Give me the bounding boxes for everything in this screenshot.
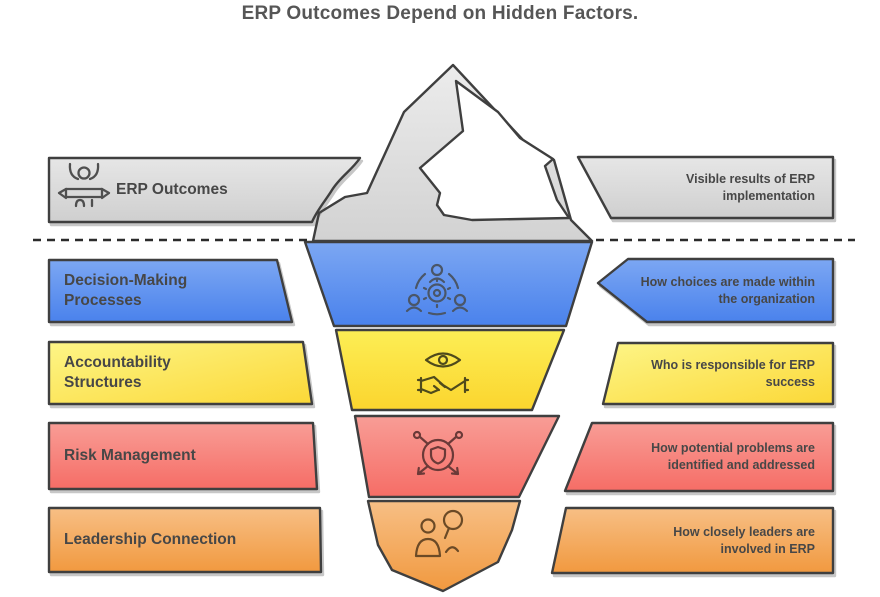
celebration-achievement-icon [57, 162, 111, 208]
row-desc-leadership: How closely leaders are involved in ERP [673, 524, 815, 556]
row-label-leadership: Leadership Connection [64, 531, 237, 549]
bar-left-erp-outcomes [47, 156, 362, 224]
row-label-risk: Risk Management [64, 447, 196, 465]
row-label-accountability: Accountability Structures [64, 354, 171, 391]
row-label-decision: Decision-Making Processes [64, 272, 188, 309]
bar-right-erp-outcomes [576, 155, 835, 220]
iceberg-band-accountability [334, 328, 566, 412]
bar-right-accountability [601, 341, 835, 406]
people-gear-collaboration-icon [405, 263, 469, 316]
row-desc-erp-outcomes: Visible results of ERP implementation [686, 171, 815, 203]
iceberg-snow-face [418, 79, 571, 222]
bar-right-leadership [550, 506, 835, 575]
bar-left-leadership [47, 506, 323, 574]
bar-left-risk [47, 421, 319, 491]
iceberg-band-leadership [366, 499, 522, 593]
row-desc-decision: How choices are made within the organiza… [640, 274, 815, 306]
bar-right-decision [596, 257, 835, 324]
bar-left-accountability [47, 340, 314, 406]
iceberg-band-decision [303, 240, 594, 328]
bar-left-decision [47, 258, 294, 324]
eye-handshake-icon [416, 352, 470, 395]
bar-right-risk [563, 421, 835, 493]
page-title: ERP Outcomes Depend on Hidden Factors. [241, 3, 639, 24]
row-label-erp-outcomes: ERP Outcomes [116, 181, 228, 199]
iceberg-band-risk [353, 414, 561, 499]
row-desc-accountability: Who is responsible for ERP success [651, 357, 815, 389]
shield-arrows-icon [412, 430, 464, 476]
row-desc-risk: How potential problems are identified an… [651, 441, 815, 472]
person-magnifier-icon [414, 509, 464, 558]
